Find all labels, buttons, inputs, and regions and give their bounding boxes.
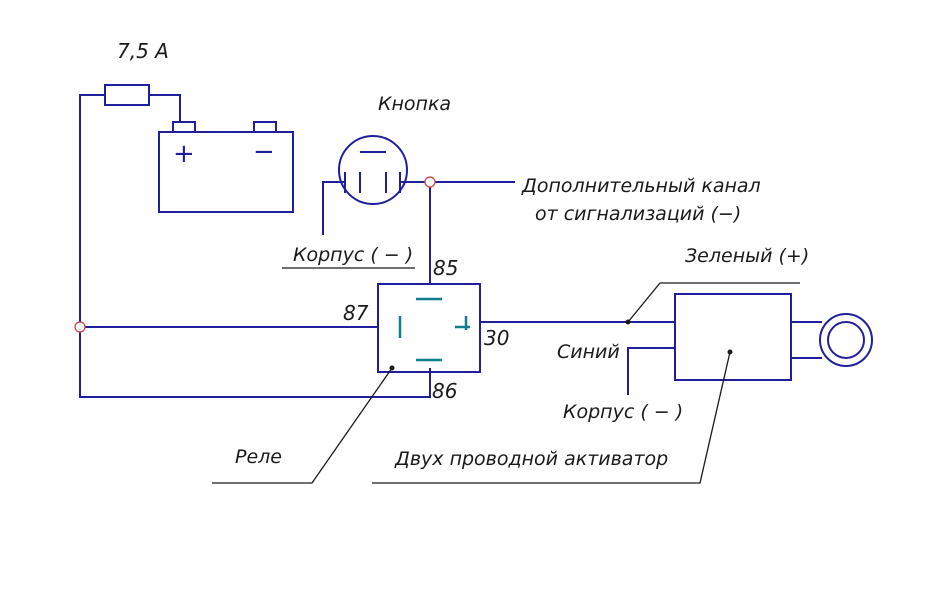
actuator-leader-dot [727, 349, 733, 355]
blue-wire-label: Синий [557, 341, 620, 363]
junction-left [74, 321, 86, 333]
pin85-label: 85 [433, 256, 458, 280]
pin87-label: 87 [343, 301, 369, 325]
actuator [627, 293, 873, 395]
pin30-label: 30 [484, 326, 509, 350]
left-loop-wire [79, 94, 431, 398]
green-wire-leader [627, 282, 800, 323]
relay-leader-line [212, 367, 393, 484]
button-symbol [322, 135, 515, 235]
extra-channel-label-line1: Дополнительный канал [521, 175, 761, 197]
extra-channel-label-line2: от сигнализаций (−) [535, 203, 741, 225]
green-wire-dot [625, 319, 631, 325]
ground-label-actuator: Корпус ( − ) [563, 401, 683, 423]
fuse-label: 7,5 A [117, 39, 169, 63]
pin86-label: 86 [432, 379, 457, 403]
battery-plus-sign: + [173, 139, 195, 169]
relay-leader-dot [389, 365, 395, 371]
battery [158, 121, 294, 213]
green-wire-label: Зеленый (+) [685, 245, 809, 267]
fuse [104, 84, 181, 122]
battery-minus-sign: − [253, 137, 275, 167]
actuator-leader-line [372, 351, 731, 484]
relay-label: Реле [235, 446, 282, 468]
button-label: Кнопка [378, 93, 451, 115]
junction-button [424, 176, 436, 188]
actuator-label: Двух проводной активатор [394, 448, 668, 470]
relay [377, 283, 481, 373]
ground-label-button: Корпус ( − ) [293, 244, 413, 266]
